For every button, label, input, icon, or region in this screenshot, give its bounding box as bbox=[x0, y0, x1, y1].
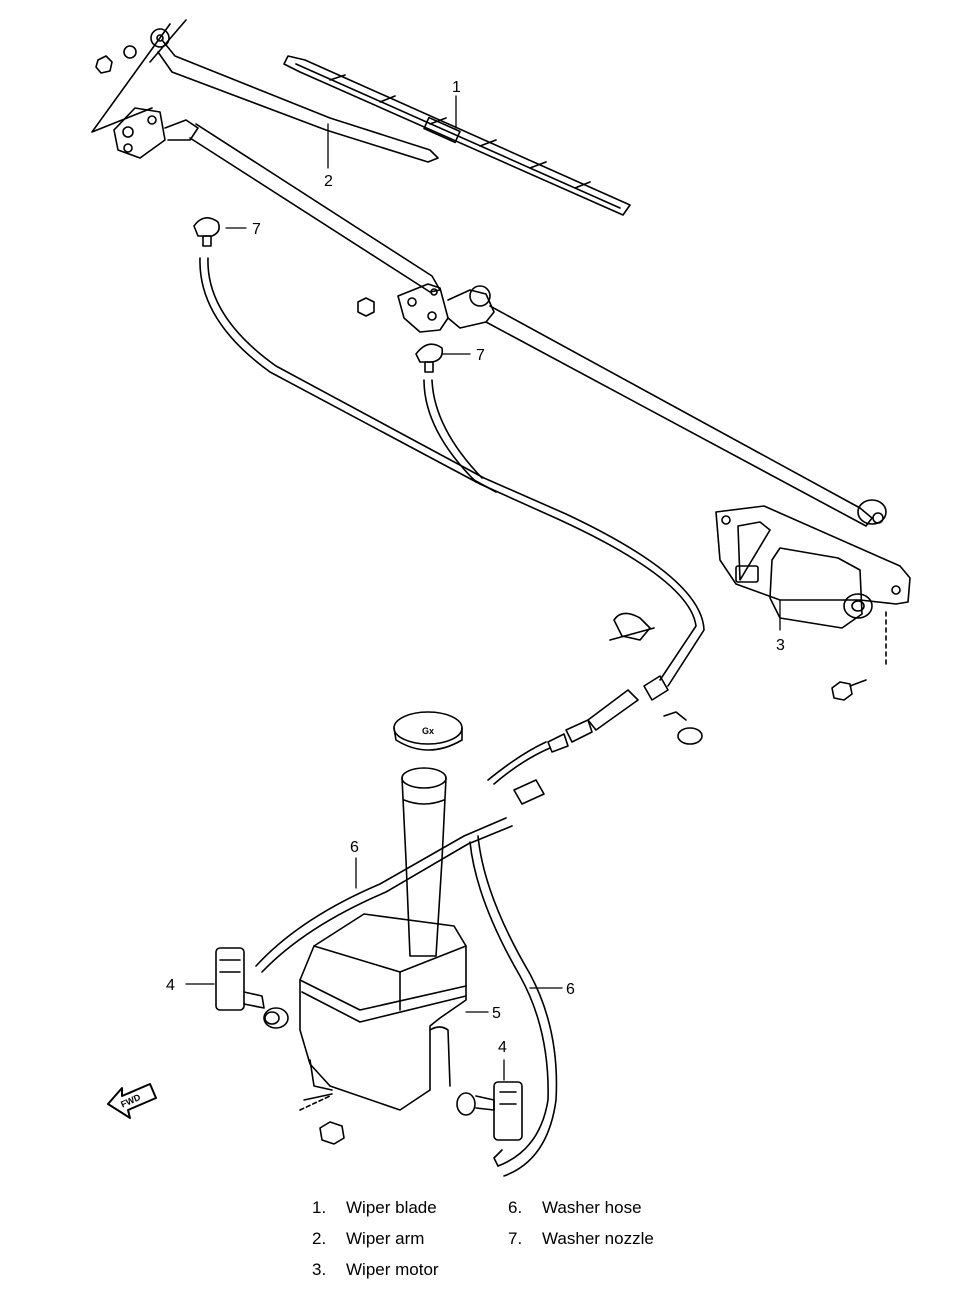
legend-item-washer-nozzle: 7.Washer nozzle bbox=[508, 1229, 654, 1248]
washer-reservoir bbox=[299, 913, 467, 1111]
callout-6-lower: 6 bbox=[566, 981, 575, 998]
washer-hose-upper bbox=[199, 257, 705, 753]
wiper-blade bbox=[283, 55, 631, 216]
fwd-arrow-icon bbox=[107, 1083, 157, 1119]
callout-4-left: 4 bbox=[166, 977, 175, 994]
callout-7-left: 7 bbox=[252, 221, 261, 238]
callout-3: 3 bbox=[776, 637, 785, 654]
pivot-nut bbox=[123, 45, 137, 59]
callout-4-right: 4 bbox=[498, 1039, 507, 1056]
callout-5: 5 bbox=[492, 1005, 501, 1022]
legend-item-wiper-blade: 1.Wiper blade bbox=[312, 1198, 437, 1217]
left-pivot-link bbox=[113, 107, 441, 293]
legend-item-washer-hose: 6.Washer hose bbox=[508, 1198, 642, 1217]
washer-nozzle-center bbox=[415, 343, 444, 373]
washer-nozzle-left bbox=[193, 217, 220, 247]
reservoir-cap: Gx bbox=[393, 711, 463, 751]
callout-1: 1 bbox=[452, 79, 461, 96]
pivot-cap bbox=[95, 55, 113, 74]
tank-bolt bbox=[299, 1095, 345, 1145]
pivot-nut-center bbox=[357, 297, 375, 317]
parts-legend: 1.Wiper blade 2.Wiper arm 3.Wiper motor … bbox=[312, 1198, 732, 1298]
hose-clip bbox=[609, 612, 655, 641]
motor-bolt bbox=[831, 679, 867, 701]
callout-7-center: 7 bbox=[476, 347, 485, 364]
washer-pump-left bbox=[215, 947, 289, 1029]
legend-item-wiper-motor: 3.Wiper motor bbox=[312, 1260, 439, 1279]
callout-2: 2 bbox=[324, 173, 333, 190]
center-pivot bbox=[357, 283, 887, 527]
legend-item-wiper-arm: 2.Wiper arm bbox=[312, 1229, 425, 1248]
wiper-arm-left bbox=[91, 19, 439, 163]
grommet bbox=[663, 711, 703, 745]
callout-6-upper: 6 bbox=[350, 839, 359, 856]
reservoir-neck bbox=[401, 767, 447, 957]
wiper-motor bbox=[715, 505, 911, 669]
washer-pump-right bbox=[456, 1081, 523, 1141]
wiper-washer-diagram: Gx bbox=[91, 19, 911, 1177]
svg-text:Gx: Gx bbox=[422, 726, 434, 736]
leader-lines bbox=[185, 95, 781, 1081]
washer-hose-lower bbox=[255, 741, 558, 1177]
